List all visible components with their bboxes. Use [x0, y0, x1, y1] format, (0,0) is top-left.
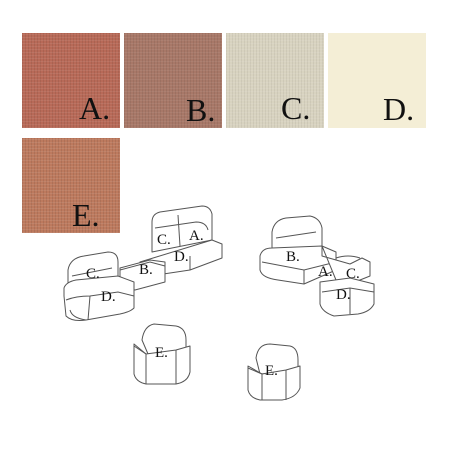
back-cushion-right [271, 215, 323, 253]
tag-chair-right-e: E. [265, 363, 278, 379]
fabric-texture-a [22, 33, 120, 128]
tag-left-d-upper: D. [174, 249, 189, 265]
left-sectional-sofa [63, 205, 223, 321]
swatch-b: B. [124, 33, 222, 128]
tag-right-a: A. [318, 264, 333, 280]
armchair-right-back [255, 343, 299, 375]
right-armchair [247, 343, 301, 401]
seat-middle-top [119, 261, 166, 271]
tag-left-a: A. [189, 228, 204, 244]
tag-right-d: D. [336, 287, 351, 303]
back-upright-curve [335, 255, 361, 259]
armchair-right-body [247, 365, 301, 401]
fabric-texture-d [328, 33, 426, 128]
swatch-label-d: D. [383, 91, 415, 127]
seat-left-curve [69, 309, 87, 321]
back-cushion-left-line [71, 267, 113, 277]
tag-left-d-lower: D. [101, 289, 116, 305]
back-cushion-right-line [275, 231, 317, 239]
fabric-texture-b [124, 33, 222, 128]
swatch-a: A. [22, 33, 120, 128]
seat-left-seam [87, 295, 91, 321]
fabric-texture-e [22, 138, 120, 233]
tag-left-c-lower: C. [86, 266, 100, 282]
swatch-label-b: B. [186, 92, 216, 128]
right-sectional-sofa [259, 215, 375, 317]
tag-left-b: B. [139, 262, 153, 278]
tag-left-c-upper: C. [157, 232, 171, 248]
fabric-texture-c [226, 33, 324, 128]
armchair-left-arms [133, 345, 177, 384]
armchair-left-back [141, 323, 187, 355]
seat-left [63, 275, 135, 321]
tag-chair-left-e: E. [155, 345, 168, 361]
swatch-e: E. [22, 138, 120, 233]
back-cushion-top-line [154, 221, 209, 231]
tag-right-c: C. [346, 266, 360, 282]
swatch-label-c: C. [281, 90, 311, 126]
armchair-right-arms [247, 367, 287, 400]
tag-right-b: B. [286, 249, 300, 265]
swatch-label-a: A. [79, 90, 111, 126]
seat-corner [319, 277, 375, 317]
swatch-c: C. [226, 33, 324, 128]
swatch-d: D. [328, 33, 426, 128]
swatch-label-e: E. [72, 197, 100, 233]
left-armchair [133, 323, 191, 385]
back-cushion-seam [177, 214, 181, 247]
